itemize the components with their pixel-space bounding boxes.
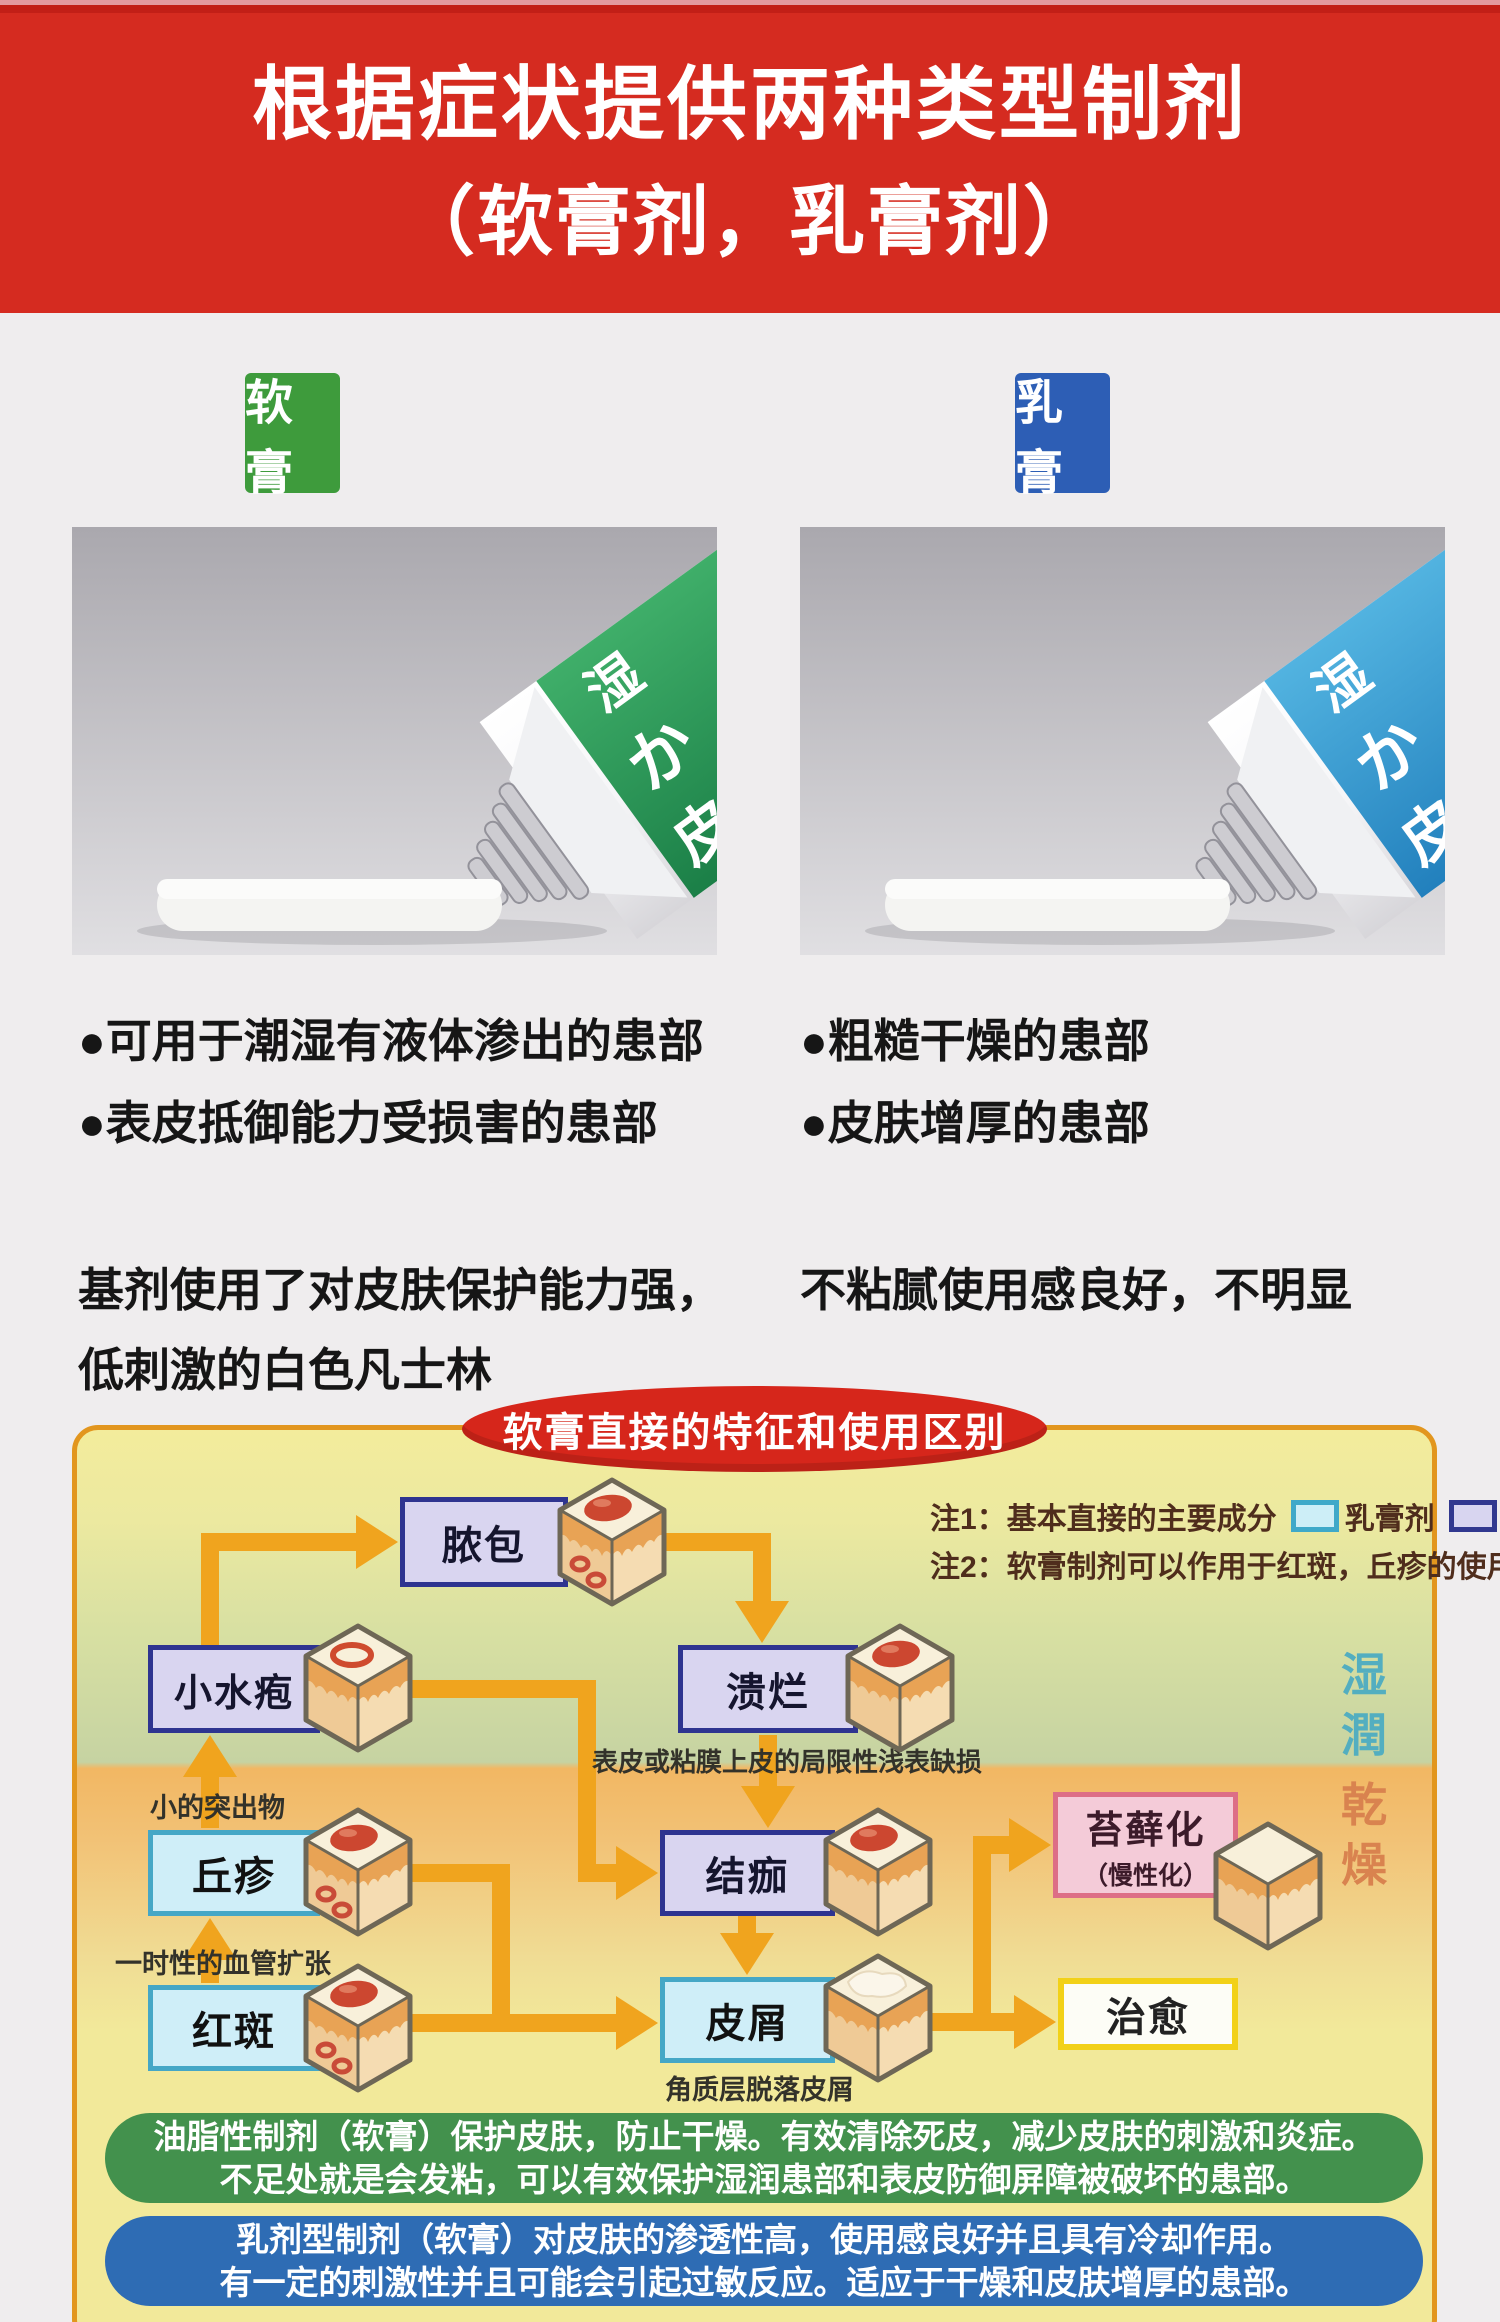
cream-bullet-list: ●粗糙干燥的患部 ●皮肤增厚的患部 [800,1000,1150,1164]
node-crust: 结痂 [660,1830,835,1916]
skin-cube-erythema-icon [302,1962,414,2094]
cream-bullet-1: ●粗糙干燥的患部 [800,1015,1150,1067]
skin-cube-crust-icon [822,1806,934,1938]
cream-summary-line2: 有一定的刺激性并且可能会引起过敏反应。适应于干燥和皮肤增厚的患部。 [219,2264,1309,2301]
cream-description: 不粘腻使用感良好，不明显 [800,1250,1352,1330]
header-banner: 根据症状提供两种类型制剂 （软膏剂，乳膏剂） [0,0,1500,313]
node-blister: 小水疱 [148,1645,320,1733]
node-erythema: 红斑 [148,1985,320,2071]
cream-description-line1: 不粘腻使用感良好，不明显 [800,1264,1352,1316]
caption-scale: 角质层脱落皮屑 [665,2075,854,2105]
note-1: 注1：基本直接的主要成分 乳膏剂 软膏剂 [930,1492,1500,1540]
flowchart-notes: 注1：基本直接的主要成分 乳膏剂 软膏剂 注2：软膏制剂可以作用于红斑，丘疹的使… [930,1492,1500,1588]
note-1-text: 注1：基本直接的主要成分 [930,1503,1277,1536]
node-papule: 丘疹 [148,1830,320,1916]
ointment-badge: 软膏 [245,373,340,500]
ointment-bullet-1: ●可用于潮湿有液体渗出的患部 [78,1015,704,1067]
skin-cube-papule-icon [302,1806,414,1938]
caption-erosion: 表皮或粘膜上皮的局限性浅表缺损 [592,1747,983,1777]
cream-summary-line1: 乳剂型制剂（软膏）对皮肤的渗透性高，使用感良好并且具有冷却作用。 [236,2221,1292,2258]
page-title-line2: （软膏剂，乳膏剂） [399,180,1101,265]
cream-legend-label: 乳膏剂 [1344,1503,1435,1536]
skin-cube-blister-icon [302,1622,414,1754]
caption-erythema: 一时性的血管扩张 [115,1949,331,1979]
node-healed: 治愈 [1058,1978,1238,2050]
wet-side-label: 湿潤 [1341,1649,1387,1761]
cream-tube-photo: 湿 疹 か ぶ 皮膚 [800,527,1445,955]
ointment-summary-line2: 不足处就是会发粘，可以有效保护湿润患部和表皮防御屏障被破坏的患部。 [219,2161,1309,2198]
cream-legend-swatch [1290,1500,1339,1532]
note-2-text: 注2：软膏制剂可以作用于红斑，丘疹的使用。 [930,1551,1500,1584]
cream-bullet-2: ●皮肤增厚的患部 [800,1097,1150,1149]
header-top-strip [0,0,1500,5]
ointment-summary-line1: 油脂性制剂（软膏）保护皮肤，防止干燥。有效清除死皮，减少皮肤的刺激和炎症。 [153,2118,1375,2155]
ointment-description-line2: 低刺激的白色凡士林 [78,1344,492,1396]
ointment-description-line1: 基剂使用了对皮肤保护能力强， [78,1264,722,1316]
node-lichenification: 苔藓化 （慢性化） [1053,1792,1238,1898]
ointment-summary-banner: 油脂性制剂（软膏）保护皮肤，防止干燥。有效清除死皮，减少皮肤的刺激和炎症。 不足… [105,2113,1423,2203]
cream-tube-illustration: 湿 疹 か ぶ 皮膚 [800,527,1445,955]
skin-cube-scale-icon [822,1952,934,2084]
node-scale: 皮屑 [660,1977,835,2063]
dry-side-label: 乾燥 [1341,1779,1387,1891]
skin-cube-lichen-icon [1212,1820,1324,1952]
node-erosion: 溃烂 [678,1645,858,1733]
ointment-tube-photo: 湿 疹 か ぶ 皮膚 [72,527,717,955]
ointment-description: 基剂使用了对皮肤保护能力强， 低刺激的白色凡士林 [78,1250,722,1410]
header-accent-strip [0,5,1500,13]
flowchart-title-oval: 软膏直接的特征和使用区别 [462,1386,1047,1472]
ointment-tube-illustration: 湿 疹 か ぶ 皮膚 [72,527,717,955]
cream-summary-banner: 乳剂型制剂（软膏）对皮肤的渗透性高，使用感良好并且具有冷却作用。 有一定的刺激性… [105,2216,1423,2306]
note-2: 注2：软膏制剂可以作用于红斑，丘疹的使用。 [930,1540,1500,1588]
flowchart-arrows [183,1515,1056,2050]
node-pustule: 脓包 [400,1497,568,1587]
ointment-bullet-2: ●表皮抵御能力受损害的患部 [78,1097,658,1149]
caption-papule: 小的突出物 [150,1793,285,1823]
cream-badge: 乳膏 [1015,373,1110,500]
ointment-bullet-list: ●可用于潮湿有液体渗出的患部 ●表皮抵御能力受损害的患部 [78,1000,704,1164]
flowchart-title: 软膏直接的特征和使用区别 [502,1411,1007,1455]
skin-cube-pustule-icon [556,1476,668,1608]
skin-cube-erosion-icon [844,1622,956,1754]
page-title-line1: 根据症状提供两种类型制剂 [252,60,1248,149]
ointment-legend-swatch [1448,1500,1497,1532]
